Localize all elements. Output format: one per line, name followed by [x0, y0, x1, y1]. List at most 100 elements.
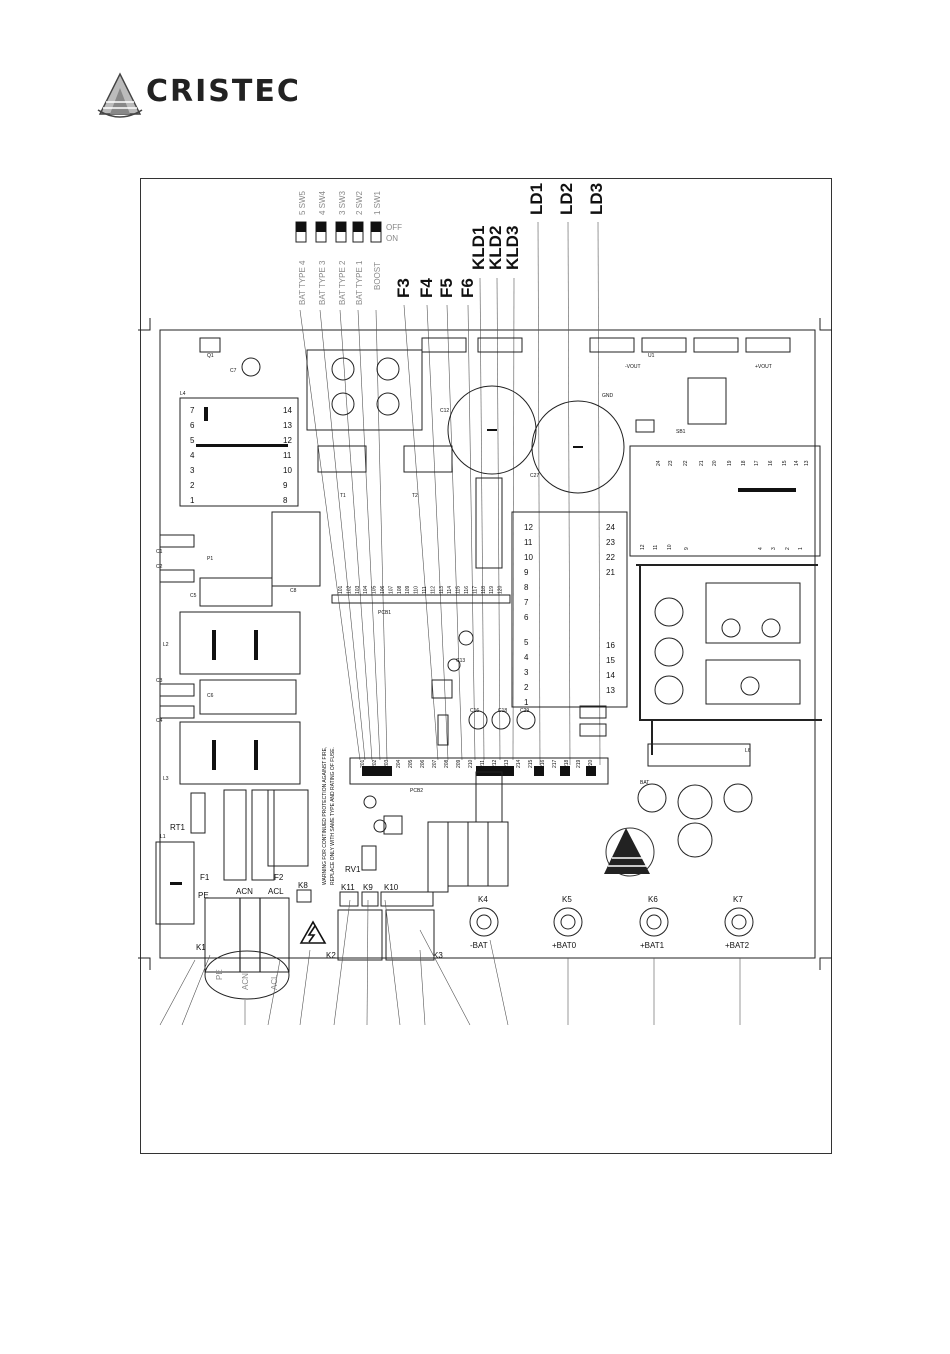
- connector-pin: 108: [397, 585, 403, 594]
- connector-pin: 114: [447, 586, 453, 594]
- fuse-label: F4: [417, 278, 436, 298]
- output-diodes-area: [629, 377, 821, 557]
- ic-pin: 1: [524, 698, 529, 707]
- label-pcb2: PCB2: [410, 788, 423, 794]
- switch-function: BAT TYPE 2: [338, 260, 347, 305]
- header-pin: 16: [768, 460, 774, 466]
- connector-pin: 219: [576, 759, 582, 768]
- varistor-area: [361, 795, 403, 871]
- connector-pin: 109: [405, 585, 411, 594]
- connector-pin: 216: [540, 759, 546, 768]
- header-pin: 18: [741, 460, 747, 466]
- connector-pin: 210: [468, 759, 474, 768]
- label-t1: T1: [340, 493, 346, 499]
- connector-pin: 218: [564, 759, 570, 768]
- switch-function: BOOST: [373, 262, 382, 290]
- ic-pin: 4: [524, 653, 529, 662]
- transformer-pin: 8: [283, 496, 288, 505]
- header-pin: 14: [794, 460, 800, 466]
- label-c8: C8: [290, 588, 297, 594]
- terminal-name: K5: [562, 895, 572, 904]
- transformer-pin: 12: [283, 436, 292, 445]
- connector-pin: 101: [338, 585, 344, 594]
- top-leader-lines: [299, 221, 601, 766]
- ic-pin: 7: [524, 598, 529, 607]
- ic-pin: 21: [606, 568, 615, 577]
- switch-function: BAT TYPE 1: [355, 260, 364, 305]
- ic-pin: 8: [524, 583, 529, 592]
- ic-pin: 23: [606, 538, 615, 547]
- label-c13: C13: [456, 658, 465, 664]
- label-k11: K11: [341, 883, 355, 892]
- terminal-k4: [469, 907, 499, 937]
- brand-name: CRISTEC: [146, 74, 301, 109]
- connector-pin: 214: [516, 759, 522, 768]
- label-k3: K3: [433, 951, 443, 960]
- label-k9: K9: [363, 883, 373, 892]
- power-transistors: [306, 349, 453, 473]
- label-rt1: RT1: [170, 823, 186, 832]
- ac-label-pe-gray: PE: [215, 969, 224, 980]
- label-k2: K2: [326, 951, 336, 960]
- ic-pin: 14: [606, 671, 615, 680]
- dip-switch: [315, 221, 327, 243]
- label-f1: F1: [200, 873, 210, 882]
- connector-pin: 215: [528, 759, 534, 768]
- terminal-label: +BAT0: [552, 941, 577, 950]
- header-pin: 22: [683, 460, 689, 466]
- connector-pin: 115: [456, 586, 462, 594]
- connector-pin: 117: [472, 586, 478, 594]
- kld-label: KLD2: [486, 226, 505, 270]
- header-pin: 15: [782, 460, 788, 466]
- output-trace: [636, 564, 822, 755]
- warning-line2: REPLACE ONLY WITH SAME TYPE AND RATING O…: [330, 747, 336, 885]
- fuse-label: F3: [394, 278, 413, 298]
- transformer-pin: 14: [283, 406, 292, 415]
- connector-pin: 120: [498, 585, 504, 594]
- dip-switch: [295, 221, 307, 243]
- terminal-label: +BAT2: [725, 941, 750, 950]
- terminal-name: K6: [648, 895, 658, 904]
- label-l3: L3: [163, 776, 169, 782]
- terminal-k7: [724, 907, 754, 937]
- connector-pin: 106: [380, 585, 386, 594]
- transformer-pin: 2: [190, 481, 195, 490]
- ac-label-acl: ACL: [268, 887, 284, 896]
- header-pin: 24: [656, 460, 662, 466]
- switch-function: BAT TYPE 3: [318, 260, 327, 305]
- connector-pin: 206: [420, 759, 426, 768]
- fuse-label: F5: [437, 278, 456, 298]
- label-c27: C27: [530, 473, 539, 479]
- cristec-board-logo-icon: [604, 827, 655, 877]
- label-sb1: GND: [602, 393, 614, 399]
- label-c3: C3: [156, 678, 163, 684]
- transformer-pin: 3: [190, 466, 195, 475]
- connector-pin: 107: [388, 585, 394, 594]
- transformer-pin: 6: [190, 421, 195, 430]
- ac-label-acl-gray: ACL: [270, 974, 279, 990]
- pcb2-connector: [349, 757, 609, 785]
- header-pin: 19: [727, 460, 733, 466]
- connector-pin: 111: [422, 586, 428, 594]
- connector-pin: 119: [489, 586, 495, 594]
- transformer-pin: 7: [190, 406, 195, 415]
- header-pin: 1: [798, 547, 804, 550]
- header-pin: 13: [804, 460, 810, 466]
- header-pin: 11: [653, 545, 659, 550]
- ac-input-section: [155, 789, 435, 1000]
- connector-pin: 211: [480, 760, 486, 768]
- terminal-label: +BAT1: [640, 941, 665, 950]
- ic-pin: 5: [524, 638, 529, 647]
- connector-pin: 102: [346, 585, 352, 594]
- ld-label: LD1: [527, 183, 546, 215]
- dip-switch: [335, 221, 347, 243]
- label-c5: C5: [190, 593, 197, 599]
- battery-terminals: [469, 907, 754, 937]
- label-q6: U1: [648, 353, 655, 359]
- ic-pin: 13: [606, 686, 615, 695]
- input-filter: [159, 511, 321, 785]
- label-q1: Q1: [207, 353, 214, 359]
- capacitor: [241, 357, 261, 377]
- fuse-label: F6: [458, 278, 477, 298]
